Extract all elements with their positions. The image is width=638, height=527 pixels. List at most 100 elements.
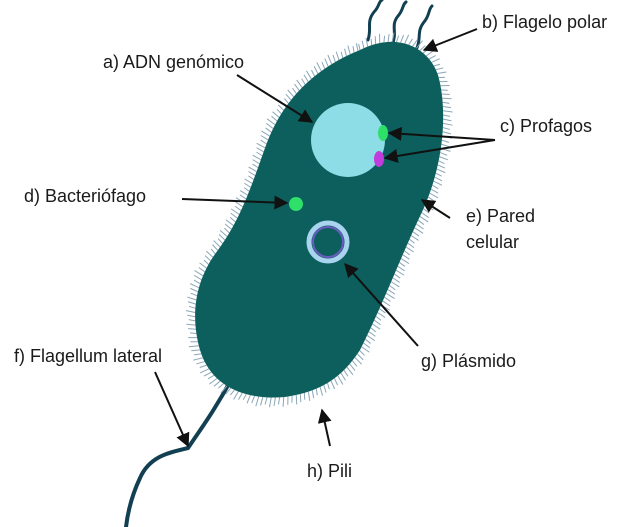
- pilus-hair: [393, 278, 400, 283]
- pilus-hair: [371, 328, 376, 332]
- pilus-hair: [240, 195, 246, 199]
- pilus-hair: [271, 116, 277, 121]
- pilus-hair: [248, 176, 253, 180]
- pilus-hair: [422, 213, 429, 218]
- pilus-hair: [363, 343, 370, 348]
- pilus-hair: [256, 397, 259, 407]
- pilus-hair: [277, 109, 281, 113]
- pilus-hair: [420, 216, 428, 222]
- pilus-hair: [293, 88, 297, 93]
- pilus-hair: [336, 52, 339, 60]
- pilus-hair: [187, 315, 195, 317]
- pilus-hair: [348, 46, 350, 55]
- label-pili: h) Pili: [307, 461, 352, 481]
- pilus-hair: [409, 239, 414, 243]
- pilus-hair: [206, 251, 213, 257]
- pilus-hair: [266, 123, 273, 128]
- prophage-magenta: [374, 151, 384, 167]
- pilus-hair: [234, 392, 239, 400]
- pilus-hair: [205, 256, 211, 261]
- pilus-hair: [401, 35, 404, 43]
- pilus-hair: [211, 249, 215, 254]
- pilus-hair: [436, 173, 442, 176]
- label-adn-genomico: a) ADN genómico: [103, 52, 244, 72]
- pilus-hair: [443, 107, 451, 108]
- pilus-hair: [408, 243, 414, 247]
- pilus-hair: [204, 372, 211, 376]
- pilus-hair: [360, 350, 365, 355]
- pilus-hair: [226, 220, 234, 226]
- pilus-hair: [430, 193, 438, 198]
- pilus-hair: [249, 171, 256, 175]
- pilus-hair: [231, 213, 238, 218]
- pilus-hair: [443, 132, 451, 134]
- pilus-hair: [317, 62, 321, 71]
- pilus-hair: [443, 102, 450, 103]
- pilus-hair: [357, 354, 363, 360]
- pilus-hair: [214, 241, 220, 247]
- pilus-hair: [252, 396, 255, 403]
- pilus-hair: [442, 98, 451, 99]
- arrow-flagellum: [155, 372, 188, 446]
- pilus-hair: [327, 383, 329, 389]
- pilus-hair: [322, 62, 325, 69]
- pilus-hair: [208, 375, 214, 378]
- pilus-hair: [238, 393, 242, 400]
- pilus-hair: [443, 123, 453, 125]
- label-profagos: c) Profagos: [500, 116, 592, 136]
- pilus-hair: [266, 128, 272, 132]
- pilus-hair: [418, 220, 424, 224]
- bacteriophage: [289, 197, 303, 211]
- pilus-hair: [316, 389, 317, 395]
- label-flagellum-lateral: f) Flagellum lateral: [14, 346, 162, 366]
- pilus-hair: [413, 232, 419, 236]
- pilus-hair: [396, 36, 398, 42]
- pilus-hair: [296, 395, 297, 405]
- pilus-hair: [200, 369, 209, 373]
- pilus-hair: [403, 255, 410, 259]
- pilus-hair: [398, 266, 405, 271]
- pilus-hair: [218, 239, 222, 244]
- pilus-hair: [235, 206, 241, 210]
- pilus-hair: [331, 381, 335, 389]
- pilus-hair: [230, 217, 235, 221]
- pilus-hair: [244, 179, 252, 184]
- pilus-hair: [426, 50, 434, 56]
- pilus-hair: [190, 333, 196, 334]
- pilus-hair: [278, 105, 283, 110]
- pilus-hair: [429, 56, 436, 59]
- pilus-hair: [347, 367, 353, 375]
- pilus-hair: [188, 302, 196, 304]
- pilus-hair: [257, 143, 265, 148]
- pilus-hair: [437, 169, 445, 173]
- pilus-hair: [372, 324, 380, 329]
- pilus-hair: [273, 112, 280, 118]
- pilus-hair: [243, 394, 246, 400]
- label-pared-line1: e) Pared: [466, 206, 535, 226]
- pilus-hair: [297, 80, 302, 88]
- pilus-hair: [344, 370, 348, 376]
- pilus-hair: [324, 385, 326, 392]
- pilus-hair: [386, 293, 394, 298]
- pilus-hair: [312, 390, 313, 398]
- pilus-hair: [186, 311, 195, 313]
- pilus-hair: [283, 397, 284, 407]
- pilus-hair: [333, 55, 335, 62]
- pilus-hair: [224, 228, 229, 233]
- pilus-hair: [288, 90, 294, 97]
- pilus-hair: [443, 119, 451, 121]
- pilus-hair: [295, 84, 300, 90]
- pilus-hair: [204, 260, 208, 264]
- pilus-hair: [187, 297, 196, 300]
- pilus-hair: [404, 251, 409, 255]
- pilus-hair: [384, 36, 385, 43]
- pilus-hair: [261, 131, 269, 136]
- pilus-hair: [190, 288, 198, 291]
- pilus-hair: [261, 136, 268, 140]
- pilus-hair: [249, 167, 257, 171]
- pilus-hair: [199, 268, 205, 272]
- pilus-hair: [286, 94, 291, 100]
- pilus-hair: [401, 259, 409, 264]
- pilus-hair: [435, 177, 442, 181]
